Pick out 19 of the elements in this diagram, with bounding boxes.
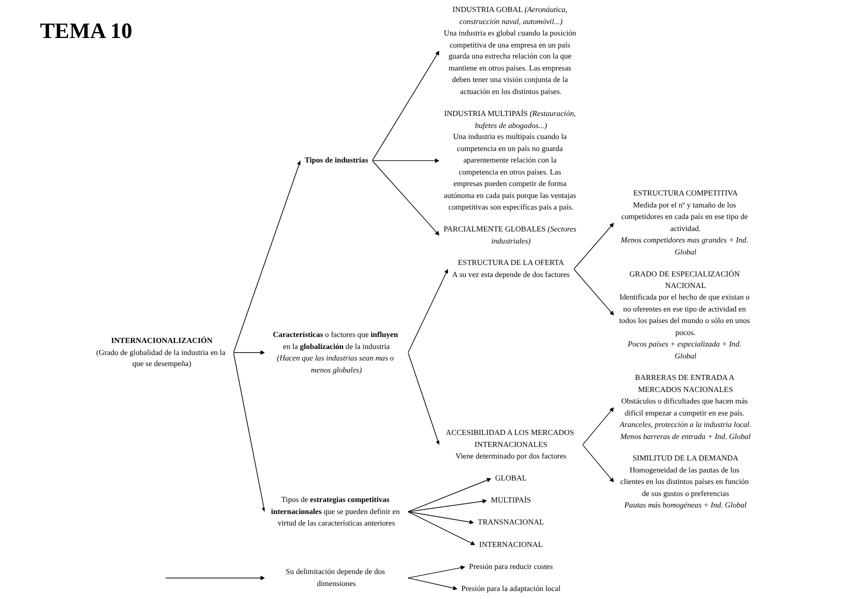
arrow <box>372 160 440 236</box>
arrow <box>582 407 614 446</box>
arrow <box>574 268 614 316</box>
arrow <box>233 160 302 353</box>
arrow <box>408 478 492 512</box>
arrow <box>372 50 440 162</box>
arrow <box>574 222 614 270</box>
arrow <box>582 444 614 482</box>
arrow <box>408 268 449 353</box>
arrow <box>408 498 488 512</box>
arrow <box>408 578 458 590</box>
arrow <box>408 511 474 524</box>
arrow <box>372 158 440 163</box>
arrow <box>165 576 266 580</box>
arrow <box>408 565 466 578</box>
arrow <box>408 511 476 546</box>
arrow <box>408 352 440 446</box>
arrow <box>233 350 266 355</box>
title: TEMA 10 <box>40 18 132 44</box>
